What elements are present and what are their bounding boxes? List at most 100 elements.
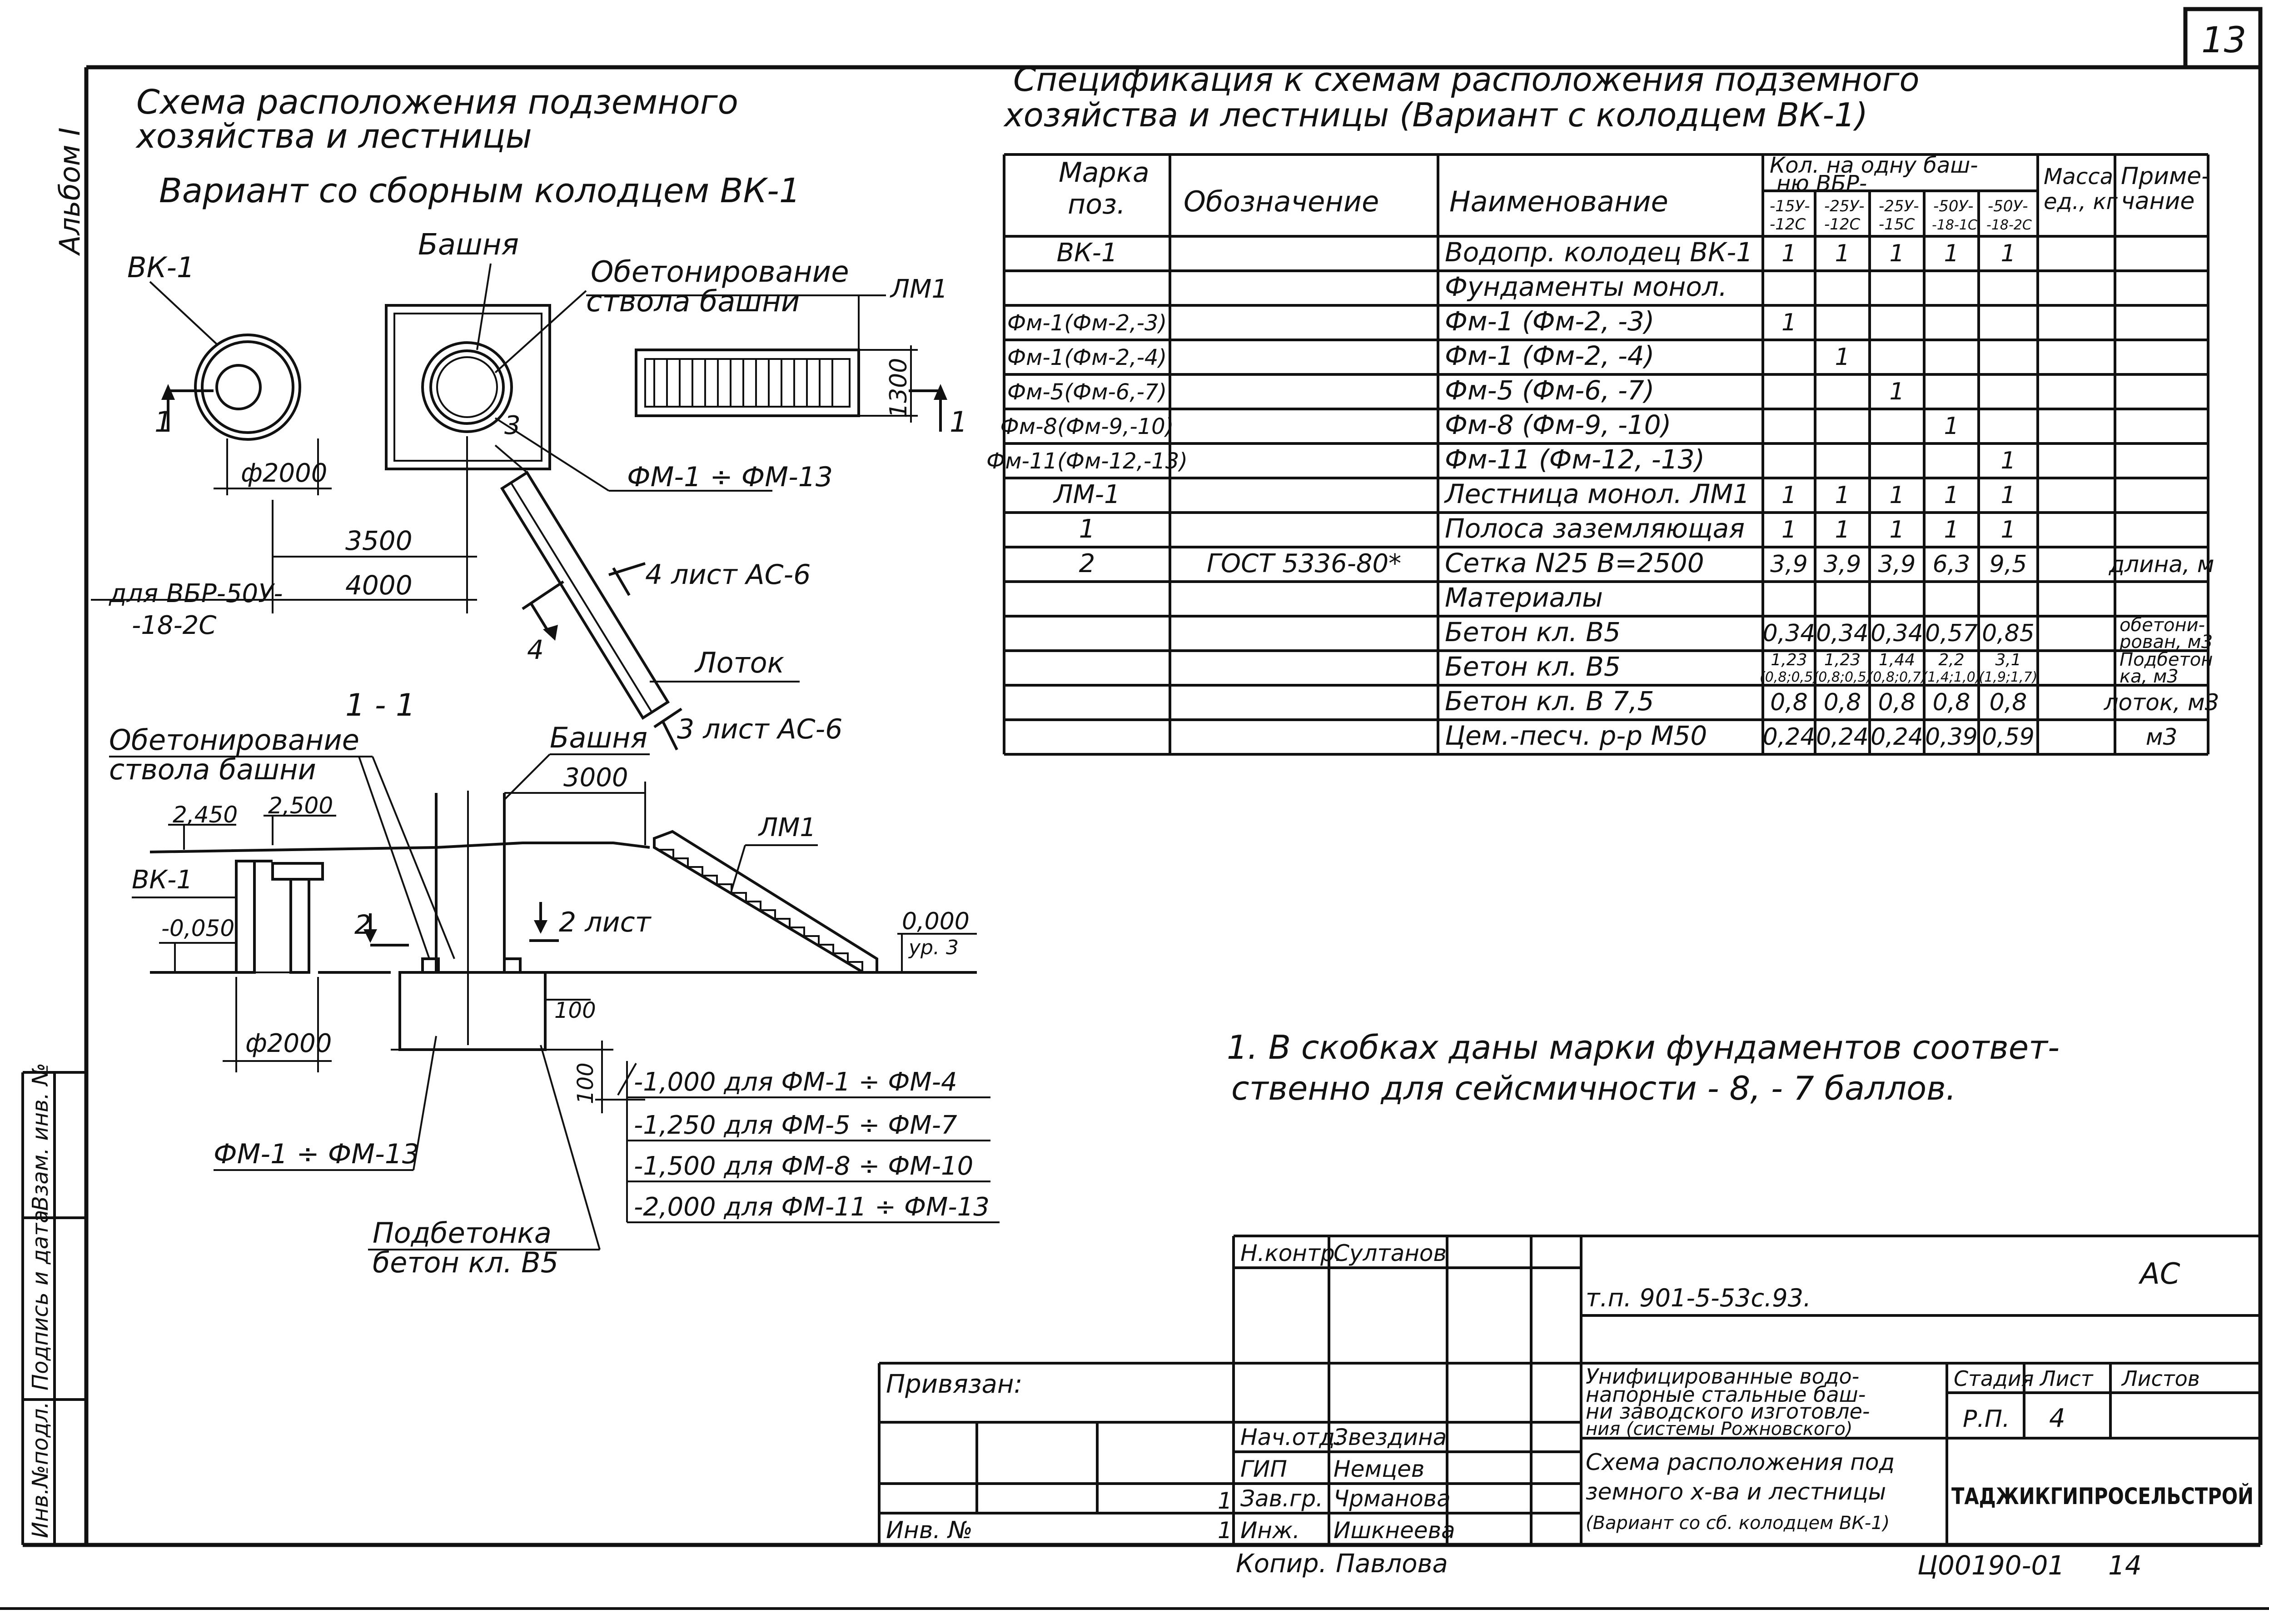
cell-naimenovanie: Фм-1 (Фм-2, -4) — [1445, 340, 1654, 371]
section-mark-4-label: 4 — [527, 634, 544, 665]
tb-person-role: Зав.гр. — [1240, 1485, 1323, 1512]
cell-primechanie: м3 — [2146, 724, 2178, 750]
label-lm1-sec: ЛМ1 — [758, 813, 816, 842]
cell-qty: 1 — [1889, 482, 1904, 509]
label-obetonirovanie-plan-1: Обетонирование — [591, 255, 849, 289]
dim-100-lines — [545, 999, 645, 1113]
section-mark-2-label: 2 — [354, 909, 371, 940]
strip-inv-podl: Инв.№подл. — [28, 1401, 53, 1538]
cell-qty: 1 — [1781, 309, 1796, 336]
tb-project-4: ния (системы Рожновского) — [1586, 1419, 1852, 1440]
section-mark-2-left — [363, 913, 409, 947]
cell-qty: 0,8 — [1990, 689, 2027, 716]
cell-qty: 1 — [1889, 378, 1904, 405]
table-row: Фм-1(Фм-2,-4)Фм-1 (Фм-2, -4)1 — [1007, 340, 1850, 371]
table-row: Фм-5(Фм-6,-7)Фм-5 (Фм-6, -7)1 — [1007, 375, 1905, 406]
hdr-sub-3b: -15С — [1879, 215, 1915, 234]
cell-qty: 1 — [1889, 240, 1904, 267]
dim-d2000-plan: ф2000 — [241, 458, 327, 488]
cell-qty-detail: (1,9;1,7) — [1979, 669, 2038, 685]
tb-person-name: Султанов — [1334, 1240, 1447, 1266]
hdr-marka-1: Марка — [1059, 157, 1149, 189]
plan-title-line1: Схема расположения подземного — [136, 83, 738, 122]
lotok-channel — [494, 444, 670, 720]
cell-naimenovanie: Цем.-песч. р-р М50 — [1445, 720, 1707, 751]
label-dlya-vbr-2: -18-2С — [132, 611, 216, 640]
left-strip — [21, 1071, 86, 1545]
tb-doc-no: Ц00190-01 — [1917, 1550, 2065, 1581]
cell-naimenovanie: Водопр. колодец ВК-1 — [1445, 237, 1753, 268]
label-lvl-2450: 2,450 — [173, 802, 238, 828]
label-podbetonka-2: бетон кл. В5 — [373, 1246, 558, 1279]
cell-qty: 1 — [1781, 516, 1796, 543]
dim-d2000-plan-lines — [214, 438, 332, 495]
plan-variant: Вариант со сборным колодцем ВК-1 — [159, 171, 801, 210]
cell-qty: 1 — [1944, 482, 1959, 509]
hdr-naimenovanie: Наименование — [1449, 185, 1668, 218]
tb-code: т.п. 901-5-53с.93. — [1586, 1284, 1811, 1312]
note-line1: 1. В скобках даны марки фундаментов соот… — [1227, 1028, 2060, 1066]
label-lotok: Лоток — [694, 646, 785, 679]
cell-primechanie: ка, м3 — [2120, 666, 2179, 687]
hdr-sub-4a: -50У- — [1933, 197, 1974, 215]
cell-qty: 1,23 — [1824, 651, 1861, 669]
cell-primechanie: длина, м — [2109, 551, 2214, 578]
dim-1300: 1300 — [885, 358, 912, 418]
label-bashnya-plan: Башня — [418, 228, 519, 262]
cell-qty: 1 — [1835, 516, 1850, 543]
cell-qty: 0,57 — [1925, 620, 1978, 647]
stair-lm1-plan — [635, 295, 860, 417]
cell-qty: 6,3 — [1933, 551, 1970, 578]
label-dlya-vbr-1: для ВБР-50У- — [109, 579, 283, 608]
label-sheet-ac6-3: 3 лист АС-6 — [677, 713, 842, 745]
section-mark-2-right — [529, 902, 559, 942]
cell-marka: Фм-1(Фм-2,-4) — [1007, 345, 1167, 370]
tb-kopir-role: Копир. — [1236, 1549, 1327, 1579]
cell-qty: 1 — [2000, 516, 2015, 543]
level-3: -1,500 для ФМ-8 ÷ ФМ-10 — [634, 1151, 973, 1181]
cell-qty: 0,24 — [1816, 723, 1869, 751]
cell-primechanie: обетони- — [2120, 615, 2205, 636]
hdr-sub-3a: -25У- — [1879, 197, 1919, 215]
hdr-oboznachenie: Обозначение — [1184, 185, 1379, 218]
hdr-sub-2a: -25У- — [1824, 197, 1865, 215]
level-4: -2,000 для ФМ-11 ÷ ФМ-13 — [634, 1192, 990, 1222]
cell-naimenovanie: Фм-8 (Фм-9, -10) — [1445, 409, 1671, 440]
cell-qty: 0,8 — [1933, 689, 1970, 716]
dim-3500: 3500 — [345, 525, 413, 556]
cell-qty: 1 — [1889, 516, 1904, 543]
label-obetonirovanie-plan-2: ствола башни — [586, 285, 800, 319]
cell-qty: 1 — [1835, 482, 1850, 509]
tower-section — [391, 791, 559, 1051]
cell-marka: Фм-11(Фм-12,-13) — [986, 448, 1188, 474]
tb-person-name: Ишкнеева — [1334, 1517, 1455, 1544]
cell-qty: 1,44 — [1879, 651, 1915, 669]
cell-marka: 1 — [1079, 514, 1095, 544]
hdr-sub-5a: -50У- — [1988, 197, 2028, 215]
cell-naimenovanie: Бетон кл. В 7,5 — [1445, 686, 1654, 717]
cell-qty: 3,9 — [1770, 551, 1808, 578]
page-number: 13 — [2201, 20, 2246, 61]
hdr-massa-2: ед., кг — [2044, 189, 2118, 214]
label-vk1-sec: ВК-1 — [132, 865, 193, 895]
spec-table: Марка поз. Обозначение Наименование Кол.… — [986, 153, 2219, 756]
cell-naimenovanie: Фм-11 (Фм-12, -13) — [1445, 444, 1705, 475]
cell-qty: 1 — [2000, 447, 2015, 474]
label-sheet-ac6-4: 4 лист АС-6 — [645, 559, 811, 591]
strip-podpis-data: Подпись и дата — [28, 1210, 53, 1390]
cell-marka: Фм-1(Фм-2,-3) — [1007, 310, 1167, 336]
dim-3000: 3000 — [563, 763, 628, 792]
hdr-prim-2: чание — [2121, 188, 2194, 215]
cell-qty-detail: (1,4;1,0) — [1922, 669, 1981, 685]
ground-line — [149, 842, 650, 853]
dim-1300-lines — [859, 345, 918, 423]
hdr-sub-1a: -15У- — [1770, 197, 1810, 215]
section-mark-left — [161, 384, 214, 432]
cell-qty: 0,24 — [1763, 723, 1816, 751]
cell-oboznachenie: ГОСТ 5336-80* — [1207, 549, 1401, 578]
album-label: Альбом I — [53, 127, 86, 256]
